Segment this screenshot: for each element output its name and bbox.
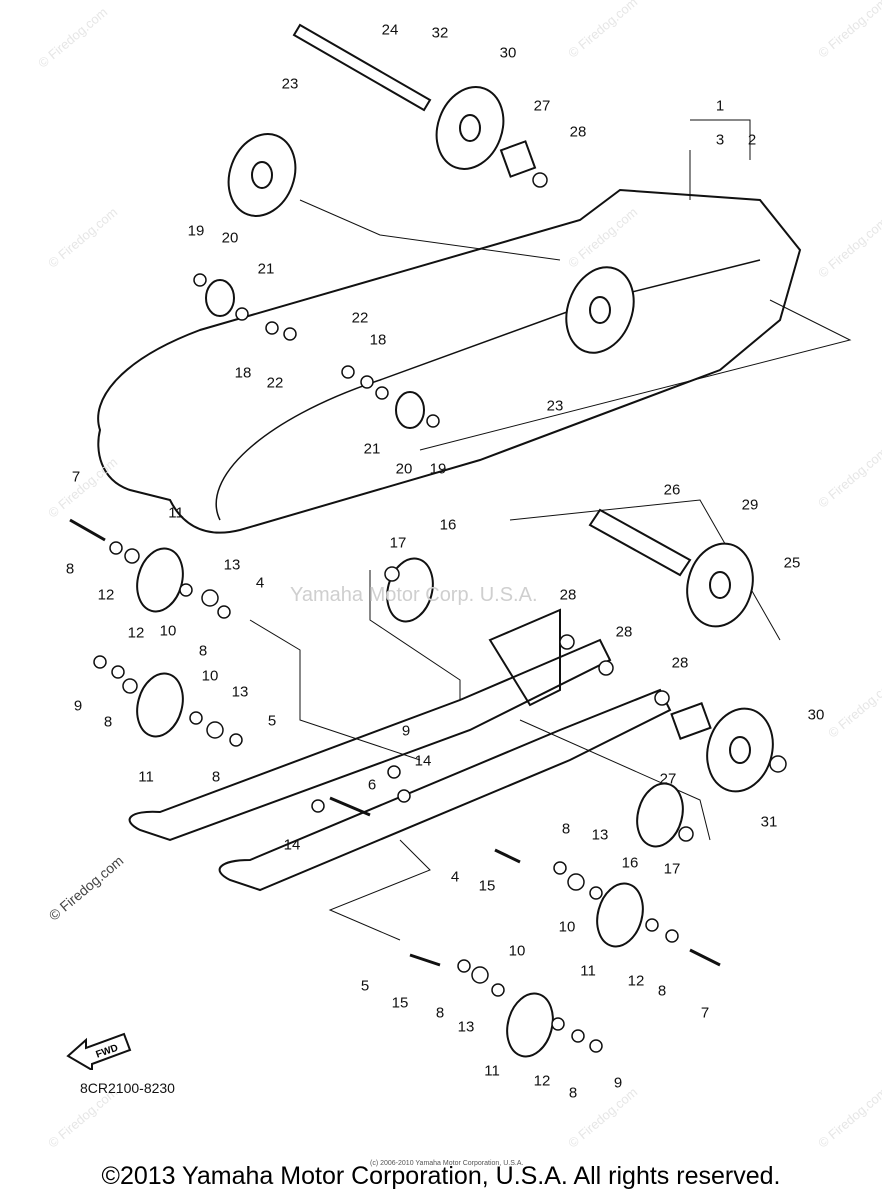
callout: 12 [533, 1072, 551, 1090]
callout: 11 [168, 504, 184, 522]
callout: 17 [663, 860, 681, 878]
callout: 12 [127, 624, 145, 642]
callout: 11 [580, 962, 596, 980]
callout: 8 [435, 1004, 445, 1022]
callout: 18 [369, 331, 387, 349]
callout: 28 [615, 623, 633, 641]
callout: 12 [627, 972, 645, 990]
callout: 7 [700, 1004, 710, 1022]
callout: 9 [73, 697, 83, 715]
callout: 8 [65, 560, 75, 578]
callout: 23 [281, 75, 299, 93]
callout: 19 [429, 460, 447, 478]
callout: 10 [201, 667, 219, 685]
callout: 12 [97, 586, 115, 604]
callout: 4 [255, 574, 265, 592]
callout: 26 [663, 481, 681, 499]
fwd-arrow-icon: FWD [66, 1032, 132, 1070]
callout: 10 [159, 622, 177, 640]
callout: 13 [457, 1018, 475, 1036]
callout: 8 [103, 713, 113, 731]
callout: 13 [223, 556, 241, 574]
callout: 21 [257, 260, 275, 278]
callout: 21 [363, 440, 381, 458]
callout: 15 [391, 994, 409, 1012]
callout: 14 [283, 836, 301, 854]
callout: 5 [360, 977, 370, 995]
copyright-footer: ©2013 Yamaha Motor Corporation, U.S.A. A… [101, 1162, 781, 1190]
callout: 32 [431, 24, 449, 42]
callout: 31 [760, 813, 778, 831]
callout: 8 [198, 642, 208, 660]
callout: 9 [613, 1074, 623, 1092]
callout: 22 [266, 374, 284, 392]
callout: 28 [559, 586, 577, 604]
callout: 18 [234, 364, 252, 382]
callout: 8 [211, 768, 221, 786]
callout: 10 [508, 942, 526, 960]
callout: 1 [715, 97, 725, 115]
callout: 14 [414, 752, 432, 770]
callout: 24 [381, 21, 399, 39]
callout: 20 [395, 460, 413, 478]
callout: 27 [659, 770, 677, 788]
tiny-copyright: (c) 2006-2010 Yamaha Motor Corporation, … [370, 1160, 524, 1167]
callout: 13 [231, 683, 249, 701]
overlay-watermark: Yamaha Motor Corp. U.S.A. [290, 584, 538, 606]
callout: 10 [558, 918, 576, 936]
callout: 29 [741, 496, 759, 514]
callout: 6 [367, 776, 377, 794]
callout: 27 [533, 97, 551, 115]
callout: 5 [267, 712, 277, 730]
callout: 8 [561, 820, 571, 838]
callout: 30 [807, 706, 825, 724]
callout: 4 [450, 868, 460, 886]
callout: 13 [591, 826, 609, 844]
callout: 2 [747, 131, 757, 149]
callout: 23 [546, 397, 564, 415]
callout: 20 [221, 229, 239, 247]
callout: 8 [568, 1084, 578, 1102]
callout: 22 [351, 309, 369, 327]
callout: 15 [478, 877, 496, 895]
callout: 19 [187, 222, 205, 240]
callout: 28 [671, 654, 689, 672]
callout: 28 [569, 123, 587, 141]
callout: 3 [715, 131, 725, 149]
callout: 9 [401, 722, 411, 740]
callout: 16 [439, 516, 457, 534]
callout: 7 [71, 468, 81, 486]
callout: 17 [389, 534, 407, 552]
callout: 11 [484, 1062, 500, 1080]
callout: 11 [138, 768, 154, 786]
callout: 16 [621, 854, 639, 872]
part-code: 8CR2100-8230 [80, 1080, 175, 1096]
callout: 25 [783, 554, 801, 572]
callout: 30 [499, 44, 517, 62]
callout: 8 [657, 982, 667, 1000]
